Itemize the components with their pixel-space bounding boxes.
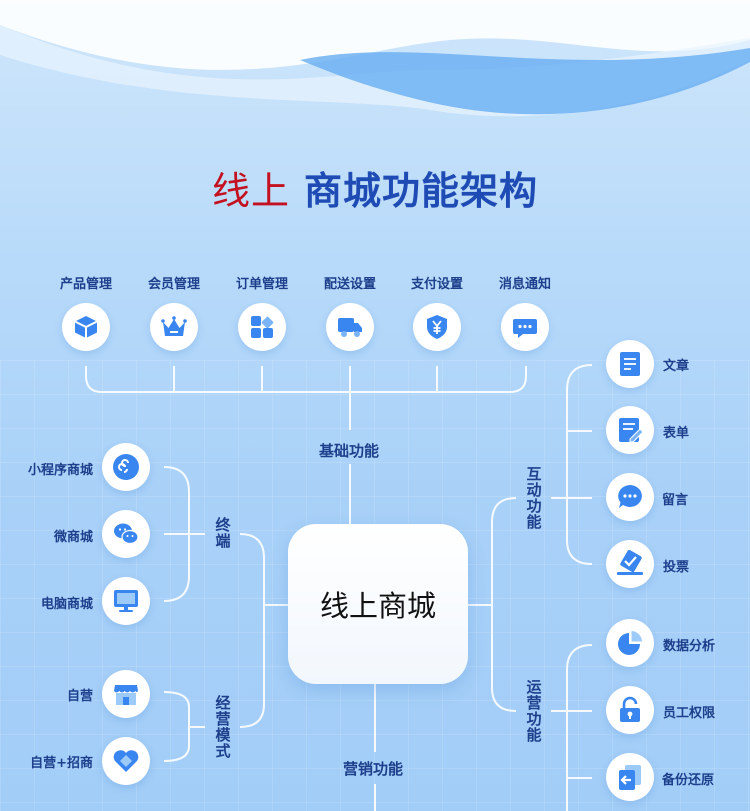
- interaction-item-label: 留言: [662, 493, 689, 508]
- top-item-notification[interactable]: 消息通知: [485, 273, 565, 351]
- center-node: 线上商城: [288, 524, 468, 684]
- form-icon[interactable]: [606, 406, 654, 454]
- store-icon[interactable]: [102, 670, 150, 718]
- business-item-label: 自营: [66, 689, 93, 704]
- top-item-label: 会员管理: [147, 277, 200, 292]
- terminal-item-label: 小程序商城: [27, 463, 93, 478]
- delivery-truck-icon: [326, 303, 374, 351]
- cube-icon: [62, 303, 110, 351]
- top-item-member[interactable]: 会员管理: [134, 273, 214, 351]
- wechat-icon[interactable]: [102, 510, 150, 558]
- business-item-label: 自营+招商: [30, 756, 93, 771]
- header-waves: [0, 0, 750, 117]
- monitor-icon[interactable]: [102, 577, 150, 625]
- terminal-item-label: 电脑商城: [40, 597, 93, 612]
- title-part2: 商城功能架构: [304, 169, 539, 213]
- interaction-item-label: 表单: [663, 426, 690, 441]
- page-title: 线上商城功能架构: [0, 160, 750, 215]
- top-item-label: 订单管理: [235, 277, 288, 292]
- article-icon[interactable]: [606, 340, 654, 388]
- title-part1: 线上: [211, 169, 290, 213]
- interaction-item-label: 文章: [663, 359, 690, 374]
- interaction-item-label: 投票: [663, 560, 690, 575]
- section-business-label: 经营模式: [215, 694, 231, 760]
- top-item-product[interactable]: 产品管理: [46, 273, 126, 351]
- yuan-shield-icon: [413, 303, 461, 351]
- pie-chart-icon[interactable]: [606, 619, 654, 667]
- section-interaction-label: 互动功能: [526, 465, 542, 531]
- top-item-order[interactable]: 订单管理: [222, 273, 302, 351]
- lock-icon[interactable]: [606, 686, 654, 734]
- top-item-label: 支付设置: [410, 277, 463, 292]
- grid-apps-icon: [238, 303, 286, 351]
- mini-program-icon[interactable]: [102, 443, 150, 491]
- crown-icon: [150, 303, 198, 351]
- section-terminal-label: 终端: [215, 516, 231, 550]
- operation-item-label: 员工权限: [663, 706, 716, 721]
- vote-icon[interactable]: [606, 540, 654, 588]
- section-operation-label: 运营功能: [526, 678, 542, 744]
- operation-item-label: 数据分析: [663, 639, 716, 654]
- top-item-label: 配送设置: [323, 277, 376, 292]
- message-icon[interactable]: [606, 473, 654, 521]
- top-item-label: 产品管理: [59, 277, 112, 292]
- operation-item-label: 备份还原: [662, 773, 715, 788]
- handshake-icon[interactable]: [102, 737, 150, 785]
- top-item-delivery[interactable]: 配送设置: [310, 273, 390, 351]
- top-item-payment[interactable]: 支付设置: [397, 273, 477, 351]
- chat-bubble-icon: [501, 303, 549, 351]
- terminal-item-label: 微商城: [53, 530, 93, 545]
- top-item-label: 消息通知: [498, 277, 551, 292]
- section-marketing-label: 营销功能: [343, 760, 404, 778]
- backup-restore-icon[interactable]: [606, 753, 654, 801]
- section-basic-label: 基础功能: [319, 442, 380, 460]
